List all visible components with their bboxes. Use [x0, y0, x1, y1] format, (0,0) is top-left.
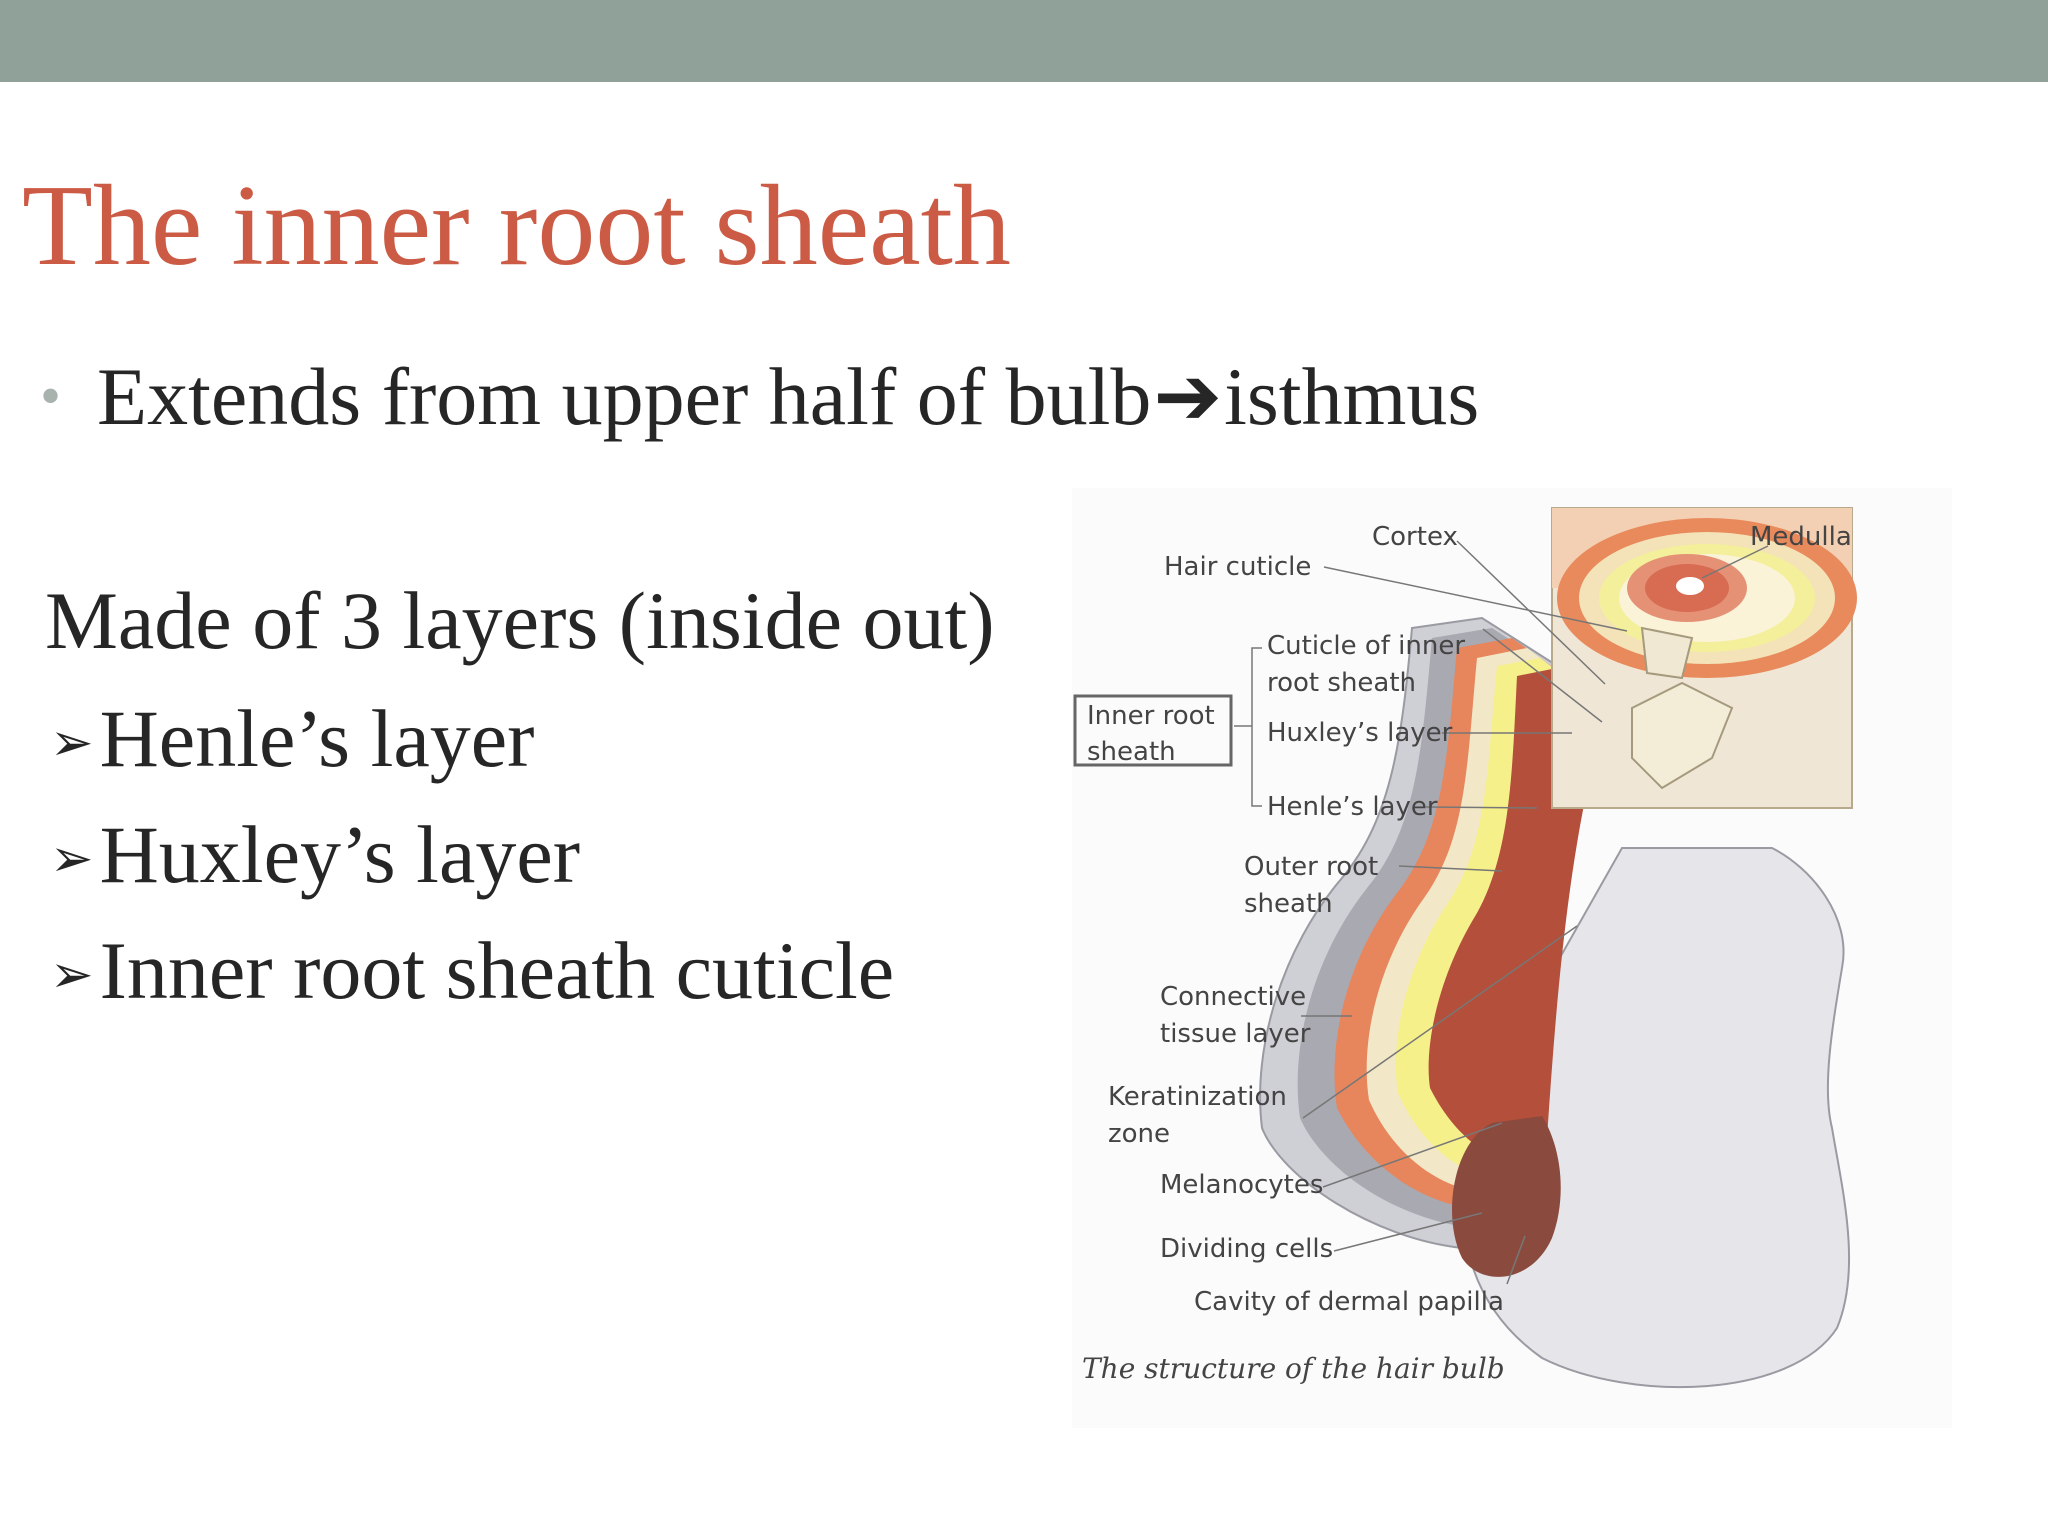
- bullet-text-start: Extends from upper half of bulb: [97, 351, 1152, 442]
- bullet-dot-icon: •: [40, 363, 62, 429]
- cuticle-irs-label-2: root sheath: [1267, 668, 1416, 698]
- ors-label-2: sheath: [1244, 889, 1333, 919]
- right-arrow-icon: ➔: [1153, 351, 1223, 442]
- connective-label-1: Connective: [1160, 982, 1306, 1012]
- cavity-label: Cavity of dermal papilla: [1194, 1287, 1504, 1317]
- layer-label: Inner root sheath cuticle: [99, 925, 895, 1016]
- layer-label: Huxley’s layer: [99, 809, 581, 900]
- layer-label: Henle’s layer: [99, 693, 535, 784]
- melanocytes-label: Melanocytes: [1160, 1170, 1323, 1200]
- layer-item-henle: ➢Henle’s layer: [50, 698, 534, 780]
- irs-box-label-2: sheath: [1087, 737, 1176, 767]
- ors-label-1: Outer root: [1244, 852, 1378, 882]
- cortex-cells: [1640, 626, 1694, 680]
- huxley-label: Huxley’s layer: [1267, 718, 1453, 748]
- medulla-label: Medulla: [1750, 522, 1852, 552]
- irs-box-label-1: Inner root: [1087, 701, 1215, 731]
- header-bar: [0, 0, 2048, 82]
- arrow-bullet-icon: ➢: [50, 831, 94, 888]
- medulla-shape: [1676, 577, 1704, 595]
- bullet-text-end: isthmus: [1224, 351, 1480, 442]
- cortex-cells: [1631, 681, 1734, 790]
- layer-item-cuticle: ➢Inner root sheath cuticle: [50, 930, 894, 1012]
- cortex-label: Cortex: [1372, 522, 1458, 552]
- hair-cuticle-label: Hair cuticle: [1164, 552, 1311, 582]
- keratin-label-1: Keratinization: [1108, 1082, 1287, 1112]
- slide-title: The inner root sheath: [22, 162, 1011, 290]
- dividing-cells-label: Dividing cells: [1160, 1234, 1333, 1264]
- diagram-caption: The structure of the hair bulb: [1082, 1352, 1505, 1385]
- connective-label-2: tissue layer: [1160, 1019, 1311, 1049]
- bullet-point: •Extends from upper half of bulb➔isthmus: [40, 356, 1479, 438]
- cuticle-irs-label-1: Cuticle of inner: [1267, 631, 1465, 661]
- keratin-label-2: zone: [1108, 1119, 1170, 1149]
- henle-label: Henle’s layer: [1267, 792, 1438, 822]
- layers-heading: Made of 3 layers (inside out): [45, 575, 995, 666]
- leader-lines: [1234, 540, 1769, 1285]
- arrow-bullet-icon: ➢: [50, 715, 94, 772]
- melanocyte-zone-shape: [1452, 1116, 1561, 1277]
- layer-item-huxley: ➢Huxley’s layer: [50, 814, 580, 896]
- hair-bulb-diagram: Cortex Medulla Hair cuticle Cuticle of i…: [1072, 488, 1952, 1428]
- inner-root-sheath-box: [1073, 694, 1233, 767]
- arrow-bullet-icon: ➢: [50, 947, 94, 1004]
